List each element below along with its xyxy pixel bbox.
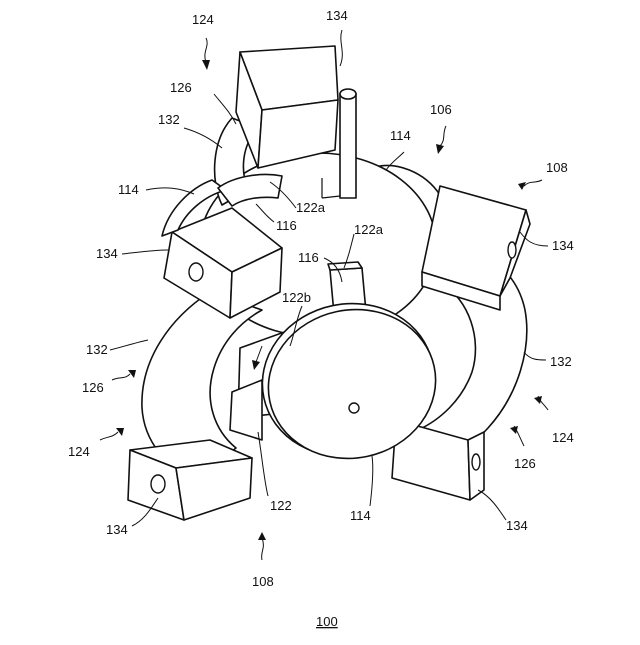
figure-number: 100 — [316, 614, 338, 629]
label-114-top: 114 — [390, 128, 411, 143]
label-122: 122 — [270, 498, 292, 513]
bottom-left-block — [128, 440, 252, 520]
label-122a-top: 122a — [296, 200, 326, 215]
label-108-right: 108 — [546, 160, 568, 175]
label-134-bottom-left: 134 — [106, 522, 128, 537]
label-114-left: 114 — [118, 182, 139, 197]
label-124-left: 124 — [68, 444, 90, 459]
label-134-left: 134 — [96, 246, 118, 261]
label-134-top: 134 — [326, 8, 348, 23]
label-108-bottom: 108 — [252, 574, 274, 589]
label-122a-mid: 122a — [354, 222, 384, 237]
label-126-left: 126 — [82, 380, 104, 395]
label-106: 106 — [430, 102, 452, 117]
label-132-top: 132 — [158, 112, 180, 127]
top-block — [236, 46, 338, 168]
label-124-top: 124 — [192, 12, 214, 27]
label-134-right: 134 — [552, 238, 574, 253]
label-122b: 122b — [282, 290, 311, 305]
label-132-left: 132 — [86, 342, 108, 357]
label-132-right: 132 — [550, 354, 572, 369]
label-126-top: 126 — [170, 80, 192, 95]
label-116-top: 116 — [276, 218, 297, 233]
label-114-bottom: 114 — [350, 508, 371, 523]
label-124-right: 124 — [552, 430, 574, 445]
label-126-right: 126 — [514, 456, 536, 471]
label-116-mid: 116 — [298, 250, 319, 265]
label-134-bottom-right: 134 — [506, 518, 528, 533]
